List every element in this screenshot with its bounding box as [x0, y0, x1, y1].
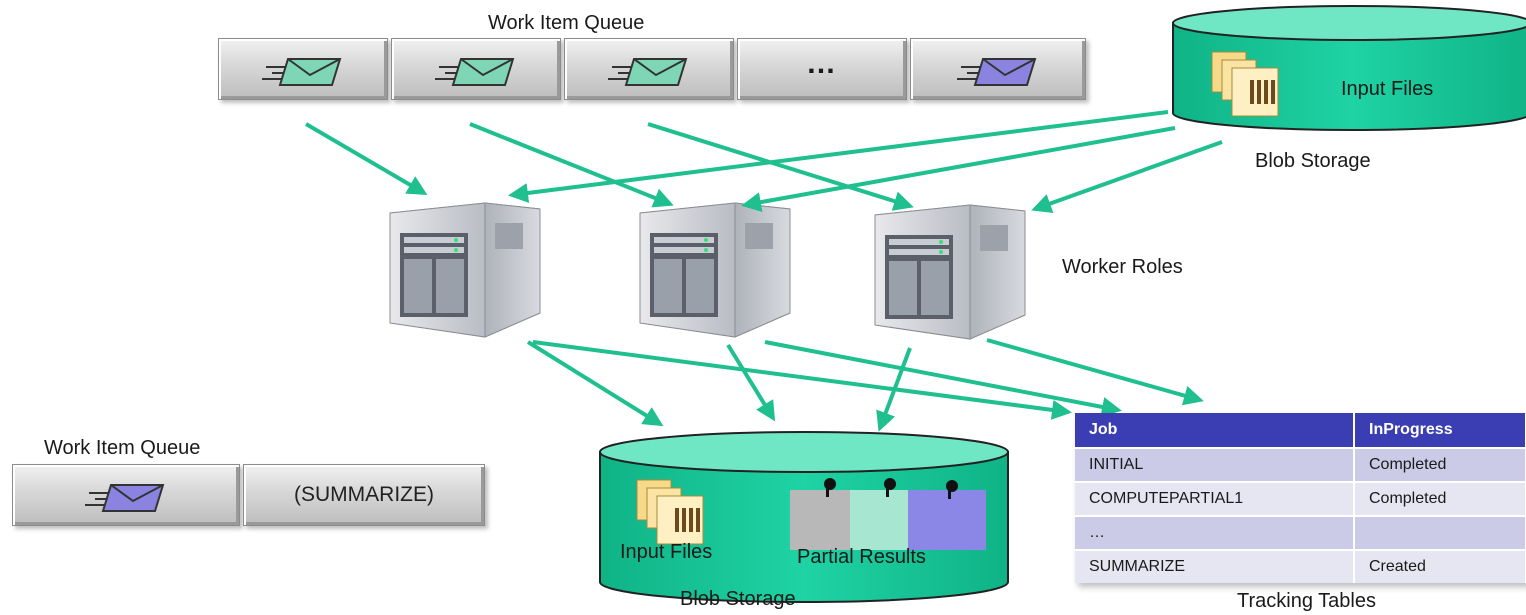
arrow-queue-to-worker-1	[304, 122, 428, 196]
arrow-storage-to-worker-2	[741, 126, 1176, 213]
arrow-queue-to-worker-2	[469, 122, 674, 208]
top-blob-storage-caption: Blob Storage	[1255, 150, 1371, 172]
queue-message-slot	[218, 38, 388, 100]
table-row: COMPUTEPARTIAL1 Completed	[1075, 481, 1526, 516]
table-row: …	[1075, 515, 1526, 550]
bottom-queue-title: Work Item Queue	[44, 437, 201, 459]
arrow-worker-2-to-storage	[726, 343, 776, 422]
flow-arrows	[304, 110, 1223, 432]
job-cell: SUMMARIZE	[1075, 549, 1355, 583]
envelope-icon	[435, 58, 515, 86]
arrow-queue-to-worker-3	[647, 122, 914, 211]
status-cell: Completed	[1354, 481, 1526, 516]
tracking-tables-caption: Tracking Tables	[1237, 590, 1376, 612]
arrow-worker-3-to-table	[986, 338, 1204, 406]
status-cell	[1354, 515, 1526, 550]
queue-ellipsis: …	[806, 47, 838, 80]
arrow-worker-1-to-storage	[526, 340, 664, 427]
column-header-inprogress: InProgress	[1354, 413, 1526, 448]
input-files-icon	[636, 479, 704, 545]
envelope-icon	[957, 58, 1037, 86]
bottom-input-files-label: Input Files	[620, 541, 713, 563]
worker-server-icon	[389, 202, 541, 338]
arrow-worker-2-to-table	[764, 340, 1122, 417]
job-cell: INITIAL	[1075, 447, 1355, 482]
bottom-blob-storage-caption: Blob Storage	[680, 588, 796, 610]
table-row: SUMMARIZE Created	[1075, 549, 1526, 583]
tracking-table: Job InProgress INITIAL Completed COMPUTE…	[1075, 413, 1526, 583]
envelope-icon	[608, 58, 688, 86]
worker-roles-label: Worker Roles	[1062, 256, 1183, 278]
queue-ellipsis-slot: …	[737, 38, 907, 100]
arrow-storage-to-worker-3	[1031, 140, 1223, 214]
queue-message-slot	[391, 38, 561, 100]
envelope-icon	[262, 58, 342, 86]
column-header-job: Job	[1075, 413, 1355, 448]
worker-server-icon	[639, 202, 791, 338]
worker-server-icon	[874, 204, 1026, 340]
envelope-icon	[85, 484, 165, 512]
top-queue-title: Work Item Queue	[488, 12, 645, 34]
summarize-message-slot: (SUMMARIZE)	[243, 464, 485, 526]
queue-message-slot	[564, 38, 734, 100]
job-cell: …	[1075, 515, 1355, 550]
summarize-message-label: (SUMMARIZE)	[294, 483, 434, 506]
job-cell: COMPUTEPARTIAL1	[1075, 481, 1355, 516]
tracking-table-header: Job InProgress	[1075, 413, 1526, 448]
queue-message-slot	[12, 464, 240, 526]
partial-results-notes-icon	[790, 478, 986, 550]
queue-message-slot	[910, 38, 1086, 100]
input-files-icon	[1211, 51, 1279, 117]
status-cell: Completed	[1354, 447, 1526, 482]
arrow-storage-to-worker-1	[508, 110, 1169, 203]
top-input-files-label: Input Files	[1341, 78, 1434, 100]
status-cell: Created	[1354, 549, 1526, 583]
partial-results-label: Partial Results	[797, 546, 926, 568]
arrow-worker-1-to-table	[532, 340, 1072, 420]
table-row: INITIAL Completed	[1075, 447, 1526, 482]
